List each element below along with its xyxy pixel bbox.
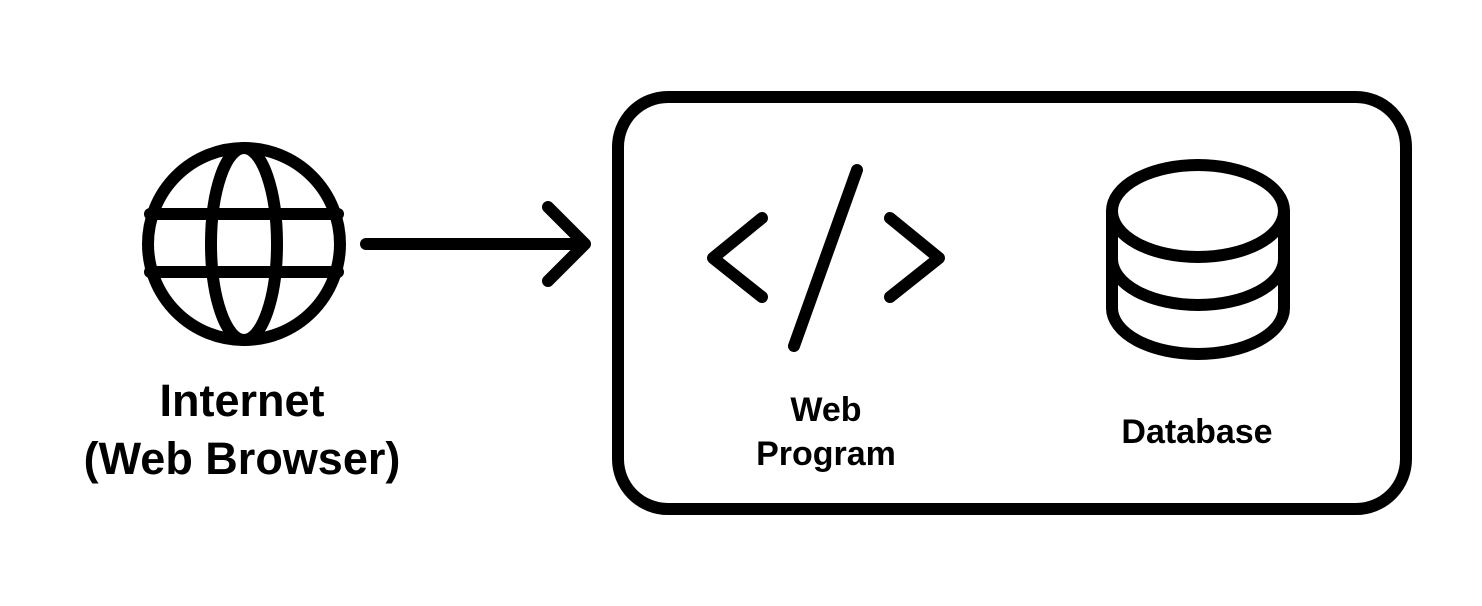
web-program-label-line1: Web — [790, 391, 862, 429]
code-icon — [707, 164, 945, 352]
database-label-text: Database — [1121, 413, 1273, 451]
web-program-label: Web Program — [726, 388, 926, 476]
internet-label-line2: (Web Browser) — [83, 433, 401, 484]
globe-icon — [142, 142, 346, 346]
database-icon — [1106, 159, 1290, 360]
internet-label-line1: Internet — [159, 375, 325, 426]
internet-label: Internet (Web Browser) — [42, 372, 442, 488]
server-container — [612, 91, 1412, 515]
web-program-label-line2: Program — [756, 435, 896, 473]
arrow-connector — [360, 201, 591, 287]
database-label: Database — [1097, 410, 1297, 454]
